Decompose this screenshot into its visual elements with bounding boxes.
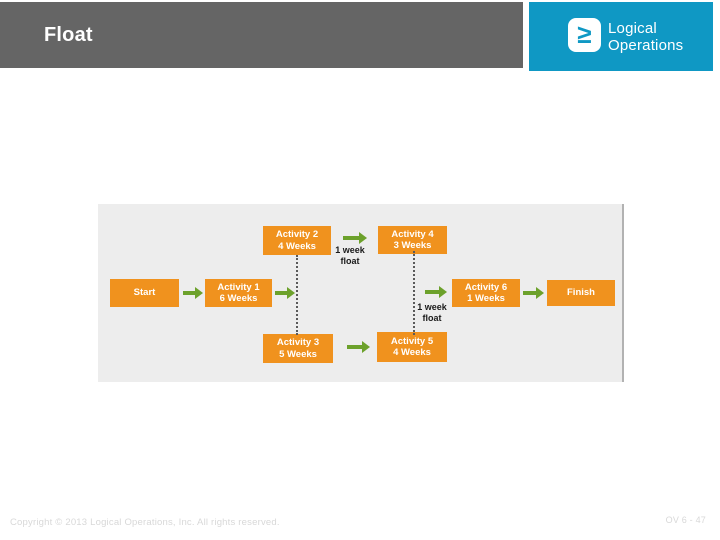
slide-page-number: OV 6 - 47	[665, 515, 706, 525]
node-duration: 3 Weeks	[393, 240, 432, 251]
node-label: Start	[133, 287, 156, 299]
node-activity-6: Activity 6 1 Weeks	[452, 279, 520, 307]
brand-name: Logical Operations	[608, 20, 683, 54]
brand-name-line1: Logical	[608, 20, 657, 37]
float-annotation-bottom: 1 week float	[408, 302, 456, 324]
node-activity-5: Activity 5 4 Weeks	[377, 332, 447, 362]
node-duration: 1 Weeks	[467, 293, 505, 304]
node-activity-3: Activity 3 5 Weeks	[263, 334, 333, 363]
node-duration: 5 Weeks	[279, 348, 317, 360]
node-label: Activity 6	[464, 281, 508, 293]
node-label: Activity 5	[390, 335, 434, 347]
logo-glyph: ≥	[577, 19, 592, 49]
node-activity-2: Activity 2 4 Weeks	[263, 226, 331, 255]
node-label: Activity 3	[276, 337, 320, 348]
node-duration: 6 Weeks	[219, 293, 258, 304]
arrow-right-icon	[275, 287, 295, 299]
copyright-text: Copyright © 2013 Logical Operations, Inc…	[10, 517, 280, 528]
float-annotation-line1: 1 week	[335, 245, 365, 255]
dotted-link-line	[413, 251, 415, 335]
logical-operations-logo-icon: ≥	[568, 18, 601, 52]
node-start: Start	[110, 279, 179, 307]
node-label: Finish	[567, 287, 595, 299]
float-annotation-line2: float	[340, 256, 360, 266]
arrow-right-icon	[343, 232, 367, 244]
arrow-right-icon	[425, 286, 447, 298]
node-finish: Finish	[547, 280, 615, 306]
node-duration: 4 Weeks	[278, 240, 316, 252]
node-duration: 4 Weeks	[393, 347, 431, 358]
float-diagram-panel: Start Activity 1 6 Weeks Activity 2 4 We…	[98, 204, 624, 382]
page-title: Float	[44, 23, 93, 46]
float-annotation-top: 1 week float	[326, 245, 374, 267]
float-annotation-line1: 1 week	[417, 302, 447, 312]
node-activity-4: Activity 4 3 Weeks	[378, 226, 447, 254]
node-label: Activity 1	[217, 281, 260, 293]
node-label: Activity 4	[391, 228, 434, 240]
arrow-right-icon	[523, 287, 544, 299]
node-activity-1: Activity 1 6 Weeks	[205, 279, 272, 307]
slide-header-bar: Float	[0, 2, 523, 68]
brand-name-line2: Operations	[608, 37, 684, 54]
brand-block: ≥ Logical Operations	[529, 2, 713, 71]
float-annotation-line2: float	[422, 313, 442, 323]
arrow-right-icon	[347, 341, 370, 353]
node-label: Activity 2	[275, 229, 319, 240]
dotted-link-line	[296, 255, 298, 335]
arrow-right-icon	[183, 287, 203, 299]
